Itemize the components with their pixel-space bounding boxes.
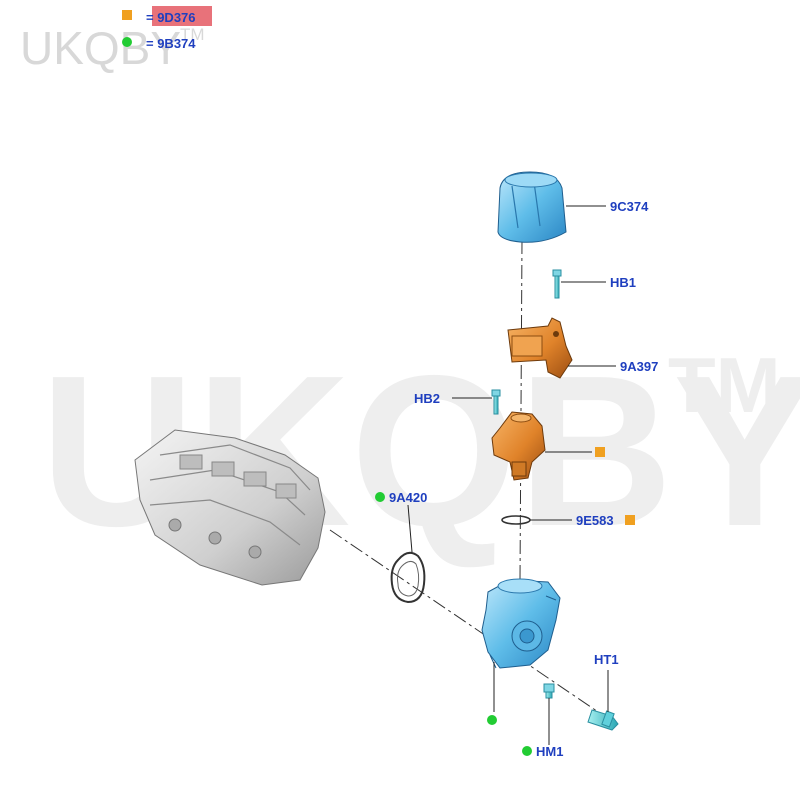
green-dot-marker-icon	[487, 715, 497, 725]
part-ht1-sensor	[587, 709, 619, 731]
part-9c374-cap	[497, 171, 567, 243]
callout-9a420: 9A420	[389, 490, 427, 505]
watermark-small-text: UKQBY	[20, 22, 181, 74]
green-dot-marker-icon	[122, 37, 132, 47]
legend: = 9D376 = 9B374	[122, 6, 212, 51]
green-dot-marker-icon	[522, 746, 532, 756]
cylinder-head-part	[134, 429, 326, 586]
legend-text-9b374: = 9B374	[146, 36, 196, 51]
part-9a397-housing	[507, 317, 573, 379]
part-9a420-gasket	[390, 551, 426, 604]
watermark-small-tm: TM	[180, 25, 205, 44]
legend-text-9d376: = 9D376	[146, 10, 196, 25]
green-dot-marker-icon	[375, 492, 385, 502]
callout-hm1: HM1	[536, 744, 563, 759]
part-hm1-fitting	[543, 683, 555, 699]
legend-item-9d376: = 9D376	[122, 6, 212, 26]
legend-highlight	[152, 6, 212, 26]
orange-square-marker-icon	[625, 515, 635, 525]
leader-9a420	[407, 504, 413, 553]
orange-square-marker-icon	[122, 10, 132, 20]
callout-ht1: HT1	[594, 652, 619, 667]
callout-hb1: HB1	[610, 275, 636, 290]
part-9d376-valve	[491, 411, 546, 481]
watermark-small: UKQBY TM	[20, 22, 205, 74]
callout-9a397: 9A397	[620, 359, 658, 374]
orange-square-marker-icon	[595, 447, 605, 457]
callout-9e583: 9E583	[576, 513, 614, 528]
watermark-large-tm: TM	[668, 341, 781, 429]
callout-9c374: 9C374	[610, 199, 649, 214]
part-9b374-housing	[481, 578, 561, 669]
legend-item-9b374: = 9B374	[122, 36, 196, 51]
part-hb2-bolt	[491, 389, 501, 415]
callout-hb2: HB2	[414, 391, 440, 406]
diagonal-assembly-axis	[329, 529, 611, 721]
part-hb1-bolt	[552, 269, 562, 299]
